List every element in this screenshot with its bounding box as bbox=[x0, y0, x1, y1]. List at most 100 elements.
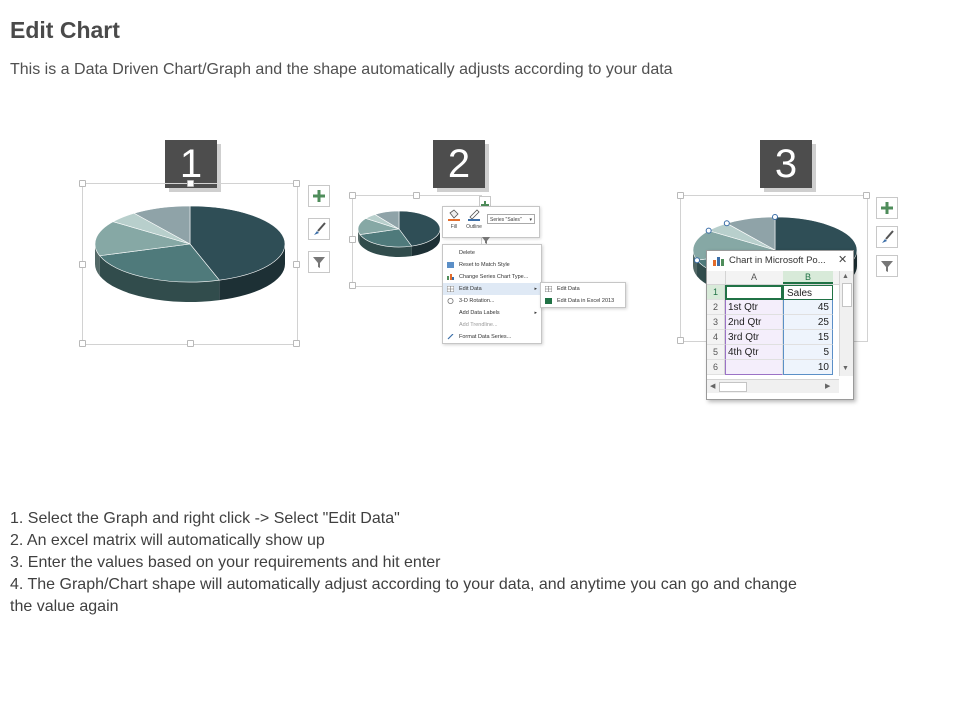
row-number[interactable]: 2 bbox=[707, 300, 725, 315]
menu-item-reset-style[interactable]: Reset to Match Style bbox=[443, 259, 541, 271]
resize-handle[interactable] bbox=[677, 337, 684, 344]
fill-button[interactable]: Fill bbox=[446, 209, 462, 234]
row-number[interactable]: 3 bbox=[707, 315, 725, 330]
cell-a3[interactable]: 2nd Qtr bbox=[725, 315, 783, 330]
pie-slice-2nd-qtr[interactable] bbox=[359, 228, 413, 248]
format-icon bbox=[447, 334, 454, 340]
pie-chart-2[interactable] bbox=[356, 205, 446, 275]
chevron-left-icon[interactable]: ◀ bbox=[710, 383, 716, 390]
pie-slice-side[interactable] bbox=[99, 255, 220, 302]
menu-item-edit-data[interactable]: Edit Data ▸ bbox=[443, 283, 541, 295]
instruction-step-1: 1. Select the Graph and right click -> S… bbox=[10, 510, 400, 527]
menu-item-label: Add Trendline... bbox=[459, 322, 498, 328]
chart-elements-button[interactable] bbox=[876, 197, 898, 219]
chart-elements-button[interactable] bbox=[479, 196, 491, 209]
filter-icon bbox=[313, 257, 325, 268]
pie-slice-3rd-qtr[interactable] bbox=[94, 221, 191, 257]
series-select[interactable]: Series "Sales" ▾ bbox=[487, 214, 535, 224]
cell-b2[interactable]: 45 bbox=[783, 300, 833, 315]
cell-b1[interactable]: Sales bbox=[783, 285, 833, 300]
chart-filters-button[interactable] bbox=[308, 251, 330, 273]
menu-item-label: Delete bbox=[459, 250, 475, 256]
cell-a4[interactable]: 3rd Qtr bbox=[725, 330, 783, 345]
chart-filters-button[interactable] bbox=[876, 255, 898, 277]
series-point-handle[interactable] bbox=[705, 227, 712, 234]
resize-handle[interactable] bbox=[293, 180, 300, 187]
chart-selection-frame[interactable] bbox=[79, 180, 300, 347]
horizontal-scrollbar[interactable]: ◀ ▶ bbox=[707, 379, 839, 393]
cell-a5[interactable]: 4th Qtr bbox=[725, 345, 783, 360]
series-point-handle[interactable] bbox=[772, 214, 778, 220]
resize-handle[interactable] bbox=[413, 192, 420, 199]
resize-handle[interactable] bbox=[293, 340, 300, 347]
chevron-right-icon[interactable]: ▶ bbox=[825, 383, 831, 390]
menu-item-label: 3-D Rotation... bbox=[459, 298, 495, 304]
pie-slice-slice-5[interactable] bbox=[374, 210, 400, 230]
row-number[interactable]: 1 bbox=[707, 285, 725, 300]
cell-b4[interactable]: 15 bbox=[783, 330, 833, 345]
scrollbar-thumb[interactable] bbox=[719, 382, 747, 392]
chart-styles-button[interactable] bbox=[876, 226, 898, 248]
resize-handle[interactable] bbox=[79, 261, 86, 268]
scrollbar-thumb[interactable] bbox=[842, 283, 852, 307]
menu-item-format-data-series[interactable]: Format Data Series... bbox=[443, 331, 541, 343]
pie-slice-1st-qtr[interactable] bbox=[398, 210, 441, 247]
pie-slice-2nd-qtr[interactable] bbox=[99, 243, 220, 283]
cell-a2[interactable]: 1st Qtr bbox=[725, 300, 783, 315]
cell-b3[interactable]: 25 bbox=[783, 315, 833, 330]
submenu-item-edit-in-excel[interactable]: Edit Data in Excel 2013 bbox=[541, 295, 625, 307]
cell-a6[interactable] bbox=[725, 360, 783, 375]
cell-a1[interactable] bbox=[725, 285, 783, 300]
resize-handle[interactable] bbox=[349, 282, 356, 289]
pie-slice-side[interactable] bbox=[219, 244, 285, 301]
edit-data-icon bbox=[447, 286, 454, 292]
pie-chart-1[interactable] bbox=[90, 200, 290, 320]
instruction-step-4: 4. The Graph/Chart shape will automatica… bbox=[10, 576, 797, 593]
pie-slice-side[interactable] bbox=[95, 244, 100, 276]
cell-b6[interactable]: 10 bbox=[783, 360, 833, 375]
resize-handle[interactable] bbox=[349, 192, 356, 199]
resize-handle[interactable] bbox=[293, 261, 300, 268]
resize-handle[interactable] bbox=[187, 180, 194, 187]
resize-handle[interactable] bbox=[187, 340, 194, 347]
menu-item-3d-rotation[interactable]: 3-D Rotation... bbox=[443, 295, 541, 307]
pie-slice-side[interactable] bbox=[411, 229, 440, 257]
resize-handle[interactable] bbox=[79, 340, 86, 347]
column-header-a[interactable]: A bbox=[725, 271, 784, 284]
select-all-corner[interactable] bbox=[707, 271, 726, 284]
pie-slice-1st-qtr[interactable] bbox=[189, 205, 286, 281]
menu-item-delete[interactable]: Delete bbox=[443, 247, 541, 259]
resize-handle[interactable] bbox=[349, 236, 356, 243]
excel-window-title: Chart in Microsoft Po... bbox=[729, 255, 826, 266]
outline-button[interactable]: Outline bbox=[464, 209, 484, 234]
menu-item-label: Edit Data bbox=[557, 286, 580, 292]
close-icon[interactable]: ✕ bbox=[838, 254, 848, 266]
resize-handle[interactable] bbox=[677, 192, 684, 199]
filter-icon[interactable] bbox=[481, 236, 491, 245]
pie-slice-slice-5[interactable] bbox=[133, 205, 191, 245]
row-number[interactable]: 5 bbox=[707, 345, 725, 360]
menu-item-add-data-labels[interactable]: Add Data Labels ▸ bbox=[443, 307, 541, 319]
series-point-handle[interactable] bbox=[723, 220, 730, 227]
chevron-down-icon[interactable]: ▼ bbox=[842, 365, 849, 372]
chart-styles-button[interactable] bbox=[308, 218, 330, 240]
resize-handle[interactable] bbox=[79, 180, 86, 187]
column-header-b[interactable]: B bbox=[783, 271, 833, 284]
pie-slice-side[interactable] bbox=[360, 234, 412, 257]
pie-slice-side[interactable] bbox=[693, 250, 698, 277]
series-point-handle[interactable] bbox=[694, 257, 701, 264]
menu-item-label: Edit Data in Excel 2013 bbox=[557, 298, 615, 304]
chevron-up-icon[interactable]: ▲ bbox=[842, 273, 849, 280]
vertical-scrollbar[interactable]: ▲ ▼ bbox=[839, 271, 853, 376]
chart-elements-button[interactable] bbox=[308, 185, 330, 207]
pie-slice-side[interactable] bbox=[358, 229, 361, 245]
submenu-item-edit-data[interactable]: Edit Data bbox=[541, 283, 625, 295]
outline-label: Outline bbox=[466, 224, 482, 230]
cell-b5[interactable]: 5 bbox=[783, 345, 833, 360]
row-number[interactable]: 4 bbox=[707, 330, 725, 345]
chart-selection-frame[interactable] bbox=[349, 192, 482, 289]
row-number[interactable]: 6 bbox=[707, 360, 725, 375]
resize-handle[interactable] bbox=[863, 192, 870, 199]
menu-item-change-chart-type[interactable]: Change Series Chart Type... bbox=[443, 271, 541, 283]
edit-data-icon bbox=[545, 286, 552, 292]
